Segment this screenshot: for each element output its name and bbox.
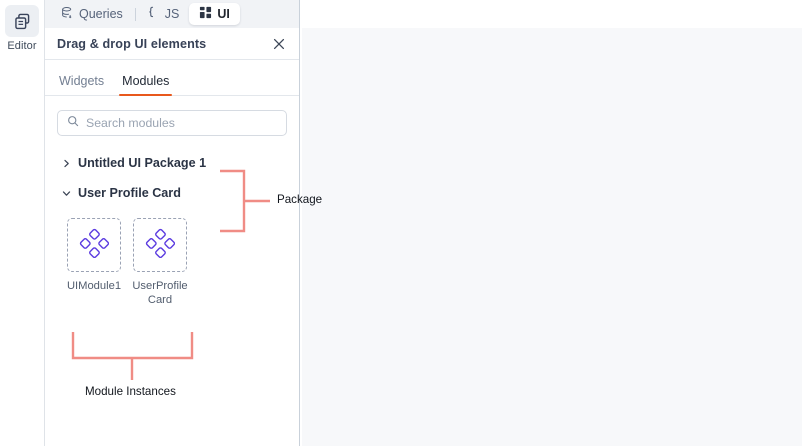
tree-row-label: Untitled UI Package 1	[78, 156, 207, 170]
search-input[interactable]	[86, 116, 277, 130]
curly-braces-icon	[148, 6, 160, 22]
tree-row-label: User Profile Card	[78, 186, 181, 200]
tab-ui[interactable]: UI	[189, 3, 240, 25]
module-instance-uimodule1[interactable]: UIModule1	[67, 218, 121, 307]
tree-row-package-user-profile-card[interactable]: User Profile Card	[57, 178, 287, 208]
module-instance-label: UIModule1	[66, 280, 122, 292]
close-icon[interactable]	[271, 36, 287, 52]
annotation-label-package: Package	[277, 193, 323, 206]
module-tile[interactable]	[67, 218, 121, 272]
search-box[interactable]	[57, 110, 287, 136]
module-diamonds-icon	[145, 228, 176, 263]
editor-documents-icon	[5, 5, 39, 37]
rail-item-editor[interactable]: Editor	[2, 5, 42, 52]
module-diamonds-icon	[79, 228, 110, 263]
module-instance-userprofilecard[interactable]: UserProfileCard	[132, 218, 188, 307]
panel-body: Untitled UI Package 1 User Profile Card	[45, 96, 299, 307]
ui-panel: Queries JS	[44, 0, 300, 446]
annotation-label-module-instances: Module Instances	[85, 385, 176, 398]
module-tile[interactable]	[133, 218, 187, 272]
editor-tabbar: Queries JS	[45, 0, 299, 28]
panel-header: Drag & drop UI elements	[45, 28, 299, 60]
tab-label: JS	[164, 7, 180, 21]
panel-title: Drag & drop UI elements	[57, 36, 207, 51]
database-query-icon	[61, 6, 74, 22]
canvas-top-strip	[302, 0, 802, 28]
tab-queries[interactable]: Queries	[51, 3, 133, 25]
tree-row-package-untitled[interactable]: Untitled UI Package 1	[57, 148, 287, 178]
panel-subtabs: Widgets Modules	[45, 60, 299, 96]
tabbar-divider	[134, 7, 136, 21]
tab-label: UI	[217, 7, 230, 21]
subtab-modules[interactable]: Modules	[119, 74, 173, 96]
canvas-area[interactable]	[302, 28, 802, 446]
subtab-widgets[interactable]: Widgets	[59, 74, 105, 88]
tab-label: Queries	[79, 7, 123, 21]
search-icon	[67, 114, 79, 132]
left-rail: Editor	[0, 0, 44, 446]
module-tree: Untitled UI Package 1 User Profile Card	[57, 148, 287, 307]
chevron-right-icon	[61, 158, 71, 168]
module-instance-label: UserProfileCard	[132, 280, 188, 306]
rail-item-label: Editor	[7, 40, 37, 52]
grid-layout-icon	[199, 6, 212, 22]
tab-js[interactable]: JS	[138, 3, 190, 25]
chevron-down-icon	[61, 188, 71, 198]
module-instance-grid: UIModule1	[57, 208, 287, 307]
